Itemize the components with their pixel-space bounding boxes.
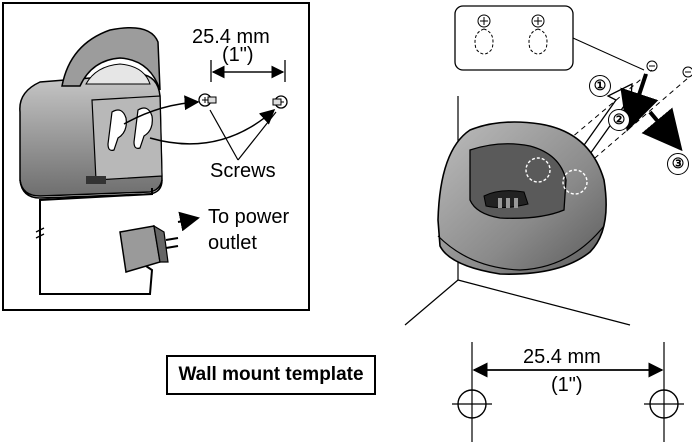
left-panel-frame xyxy=(2,2,310,311)
screw-icon xyxy=(198,93,217,107)
step-2-arrow xyxy=(620,73,659,132)
step-1-badge: ① xyxy=(589,75,611,97)
keyhole-callout xyxy=(454,5,645,71)
mount-arrow xyxy=(149,109,276,145)
screw-spacing-dimension-left xyxy=(210,60,286,82)
power-label-line1: To power xyxy=(208,206,290,228)
step-3-arrow xyxy=(641,107,683,152)
mount-arrow xyxy=(123,95,200,125)
template-spacing-mm-label: 25.4 mm xyxy=(523,346,601,368)
template-spacing-inch-label: (1") xyxy=(551,374,583,396)
step-3-badge: ③ xyxy=(667,153,689,175)
screw-icon xyxy=(272,95,288,109)
screws-label: Screws xyxy=(210,160,276,182)
step-2-badge: ② xyxy=(608,109,630,131)
plug-arrow xyxy=(177,211,200,232)
screw-spacing-inch-label: (1") xyxy=(222,44,254,66)
ac-adapter xyxy=(119,224,179,273)
wall-mount-template-label: Wall mount template xyxy=(166,355,376,395)
screw-icon xyxy=(646,60,658,72)
charger-base-front-view xyxy=(437,121,607,275)
power-label-line2: outlet xyxy=(208,232,257,254)
screw-icon xyxy=(682,66,692,78)
screw-spacing-mm-label: 25.4 mm xyxy=(192,26,270,48)
charger-base-back-view xyxy=(19,27,163,199)
power-cord xyxy=(39,188,154,295)
template-hole-left xyxy=(452,389,492,419)
template-dimension xyxy=(471,342,665,442)
template-hole-right xyxy=(644,389,684,419)
